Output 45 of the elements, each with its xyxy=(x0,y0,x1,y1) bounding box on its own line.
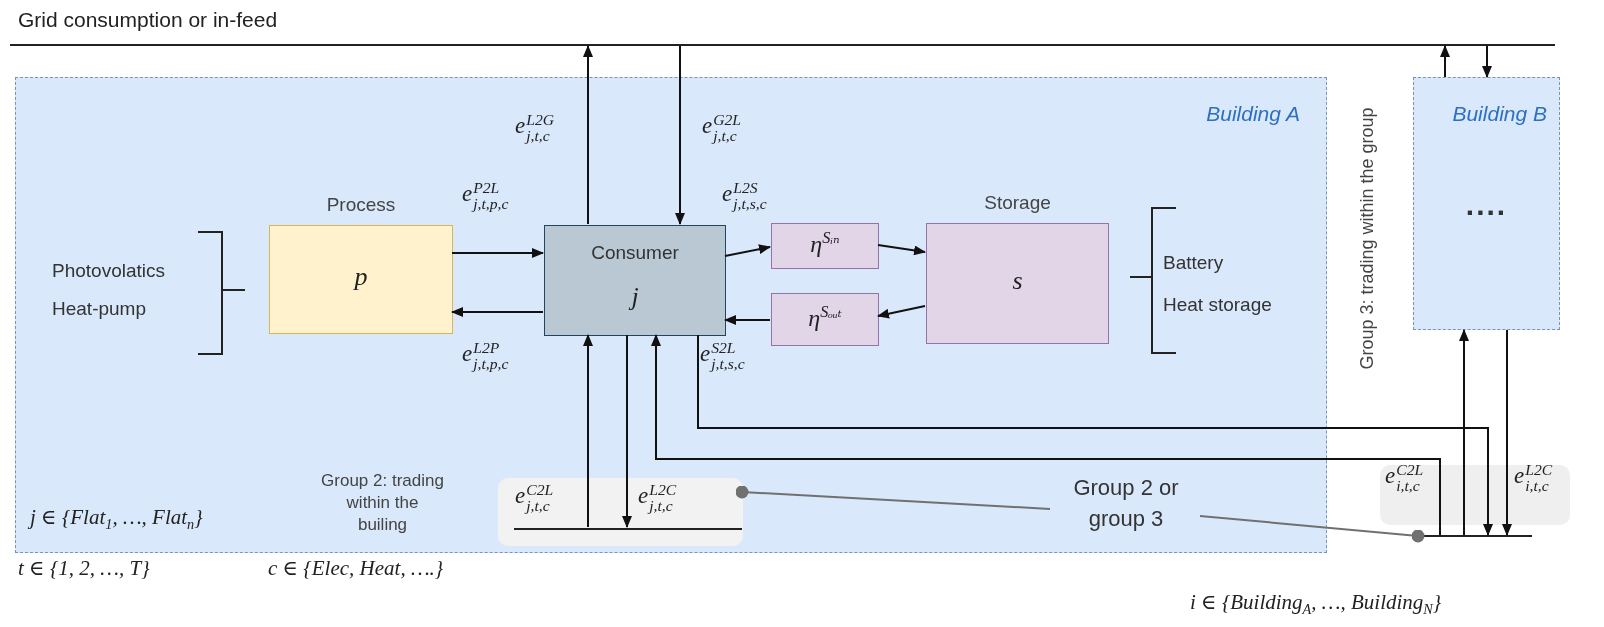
arrow xyxy=(675,45,685,225)
heading: Grid consumption or in-feed xyxy=(18,8,278,32)
efficiency-box xyxy=(771,223,879,269)
arrow xyxy=(724,244,771,257)
efficiency-symbol: η$^{Sᵢₙ}$ xyxy=(809,230,841,258)
component-label: Battery xyxy=(1163,252,1224,274)
variable-symbol: j xyxy=(545,282,725,312)
variable-symbol: p xyxy=(352,262,369,292)
note-text: Group 2 or group 3 xyxy=(1072,474,1180,533)
efficiency-symbol: η$^{Sₒᵤₜ}$ xyxy=(807,304,843,332)
leader-line xyxy=(1199,515,1425,543)
set-definition: c ∈ {Elec, Heat, ….} xyxy=(268,556,444,581)
arrow xyxy=(724,315,771,325)
box-heading: Consumer xyxy=(590,242,680,264)
leader-line xyxy=(735,485,1051,510)
efficiency-box xyxy=(771,293,879,346)
arrow xyxy=(877,305,926,319)
component-label: Heat-pump xyxy=(52,298,146,320)
highlight-patch xyxy=(498,478,743,546)
arrow xyxy=(451,307,544,317)
component-label: Photovolatics xyxy=(52,260,165,282)
arrow xyxy=(877,244,926,256)
arrow xyxy=(1502,329,1512,536)
set-definition: i ∈ {Building$_{A}$, …, Building$_{N}$} xyxy=(1190,590,1442,617)
arrow xyxy=(1440,45,1450,78)
arrow xyxy=(583,45,593,225)
box-heading: Process xyxy=(325,194,397,216)
box-heading: Storage xyxy=(983,192,1052,214)
group-note: Group 2: trading within the builing xyxy=(320,470,445,537)
arrow xyxy=(451,248,544,258)
panel-title: Building A xyxy=(1206,102,1300,126)
set-definition: t ∈ {1, 2, …, T} xyxy=(18,556,150,581)
consumer-box xyxy=(544,225,726,336)
arrow xyxy=(1459,329,1469,536)
variable-symbol: s xyxy=(1011,266,1024,296)
arrow xyxy=(583,334,593,528)
arrow xyxy=(1482,45,1492,78)
building-panel xyxy=(1413,77,1560,330)
arrow xyxy=(622,334,632,528)
component-label: Heat storage xyxy=(1163,294,1272,316)
building-panel xyxy=(15,77,1327,553)
panel-title: Building B xyxy=(1452,102,1547,126)
set-definition: j ∈ {Flat$_{1}$, …, Flat$_{n}$} xyxy=(30,505,203,532)
vertical-note: Group 3: trading within the group xyxy=(1356,106,1378,372)
ellipsis-text: .... xyxy=(1464,188,1509,222)
